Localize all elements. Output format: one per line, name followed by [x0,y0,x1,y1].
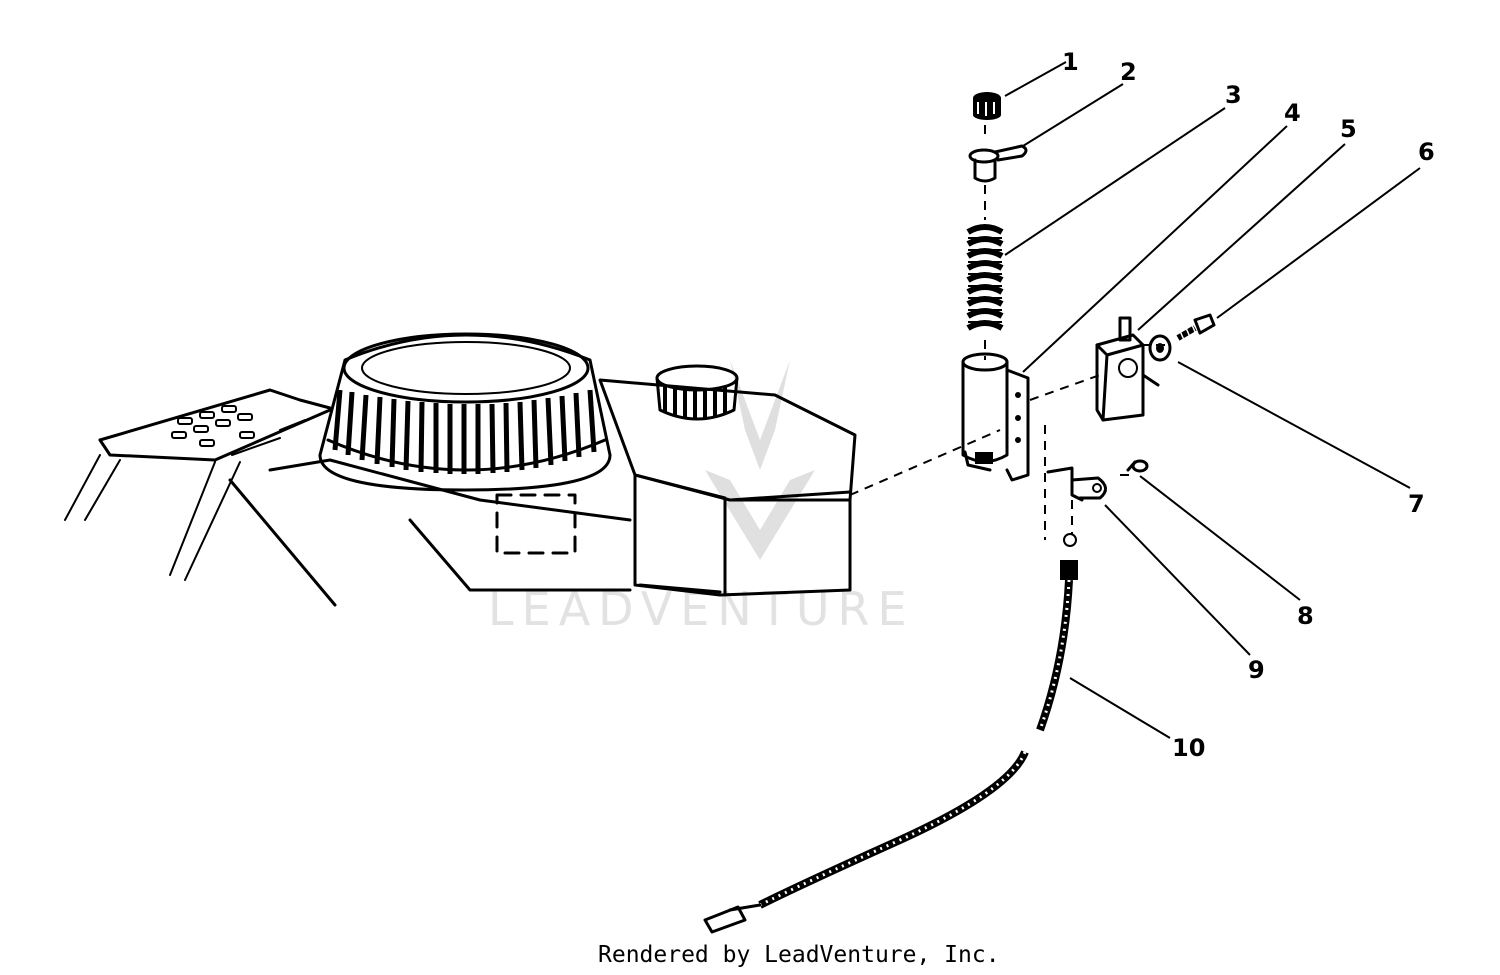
callout-6: 6 [1418,138,1435,166]
part-9-clip-icon [1046,466,1107,502]
part-5-switch-icon [1095,316,1160,422]
part-7-washer-icon [1148,334,1172,362]
callout-5: 5 [1340,115,1357,143]
part-6-screw-icon [1176,313,1216,341]
watermark-logo-icon [705,360,815,560]
engine-body [64,332,857,607]
fuel-cap-icon [655,364,739,421]
leader-lines [1004,61,1421,739]
callout-2: 2 [1120,58,1137,86]
render-credit: Rendered by LeadVenture, Inc. [598,942,1000,968]
assembly-lines [849,125,1165,540]
part-3-spring-icon [966,224,1004,331]
part-4-bracket-icon [961,352,1030,482]
callout-labels: 1 2 3 4 5 6 7 8 9 10 [1062,48,1435,762]
vent-slots-icon [171,405,306,456]
part-1-knob-icon [973,92,1001,120]
callout-8: 8 [1297,602,1314,630]
callout-1: 1 [1062,48,1079,76]
callout-7: 7 [1408,490,1425,518]
callout-9: 9 [1248,656,1265,684]
fuel-tank-icon [598,378,857,597]
part-2-bushing-icon [968,144,1028,183]
recoil-starter-icon [318,332,612,492]
part-10-cable-icon [703,533,1078,934]
part-8-screw-icon [1126,459,1149,473]
callout-10: 10 [1172,734,1205,762]
callout-3: 3 [1225,81,1242,109]
callout-4: 4 [1284,99,1301,127]
